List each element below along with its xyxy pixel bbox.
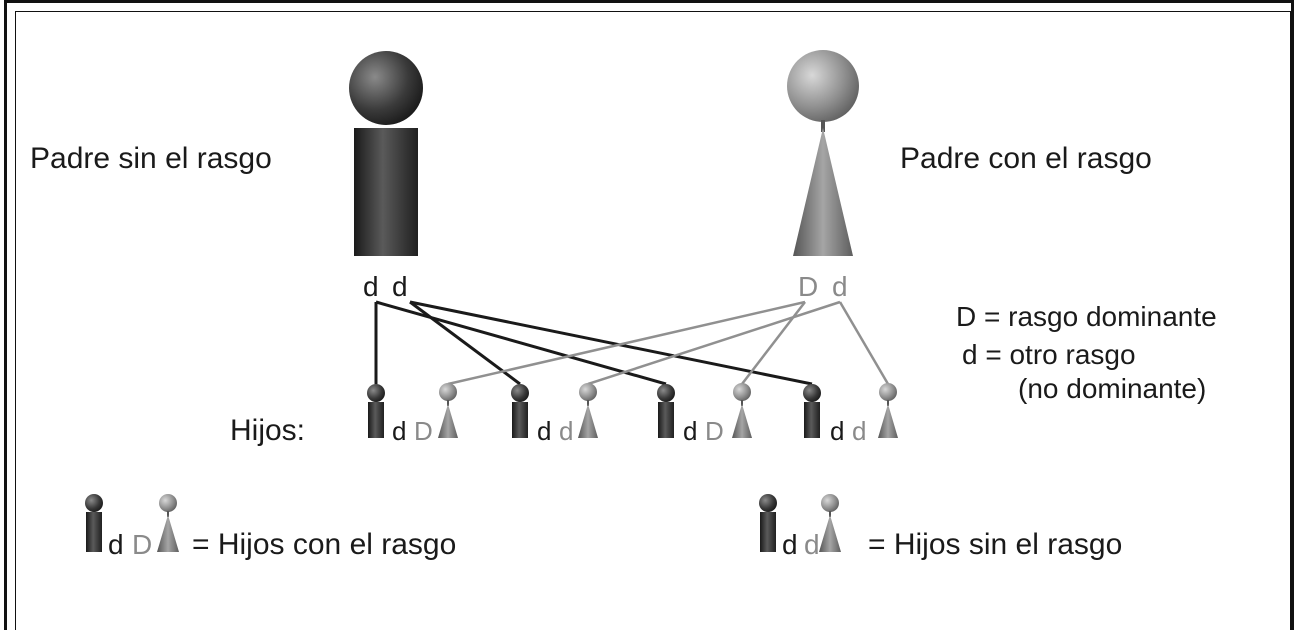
key-with-trait: d D = Hijos con el rasgo (85, 494, 456, 561)
father-lines (374, 300, 813, 386)
child-allele-a: d (537, 416, 551, 446)
small-mother-icon (157, 494, 179, 552)
small-father-icon (759, 494, 777, 552)
father-label: Padre sin el rasgo (30, 142, 272, 175)
key-with-text: = Hijos con el rasgo (192, 528, 456, 561)
father-figure (349, 51, 423, 256)
child-allele-b: D (705, 416, 724, 446)
mother-lines (447, 300, 890, 386)
child-allele-a: d (683, 416, 697, 446)
child-pair-3: d D (657, 383, 752, 446)
mother-allele-1: D (798, 271, 818, 302)
small-father-icon (803, 384, 821, 438)
key-without-allele-a: d (782, 529, 798, 560)
legend-dominant: D = rasgo dominante (956, 301, 1217, 332)
father-allele-2: d (392, 271, 408, 302)
key-without-allele-b: d (804, 529, 820, 560)
child-allele-b: D (414, 416, 433, 446)
small-mother-icon (732, 383, 752, 438)
outer-frame (4, 0, 1294, 630)
key-without-text: = Hijos sin el rasgo (868, 528, 1122, 561)
children-label: Hijos: (230, 414, 305, 447)
child-allele-b: d (559, 416, 573, 446)
small-mother-icon (878, 383, 898, 438)
inner-frame (15, 11, 1291, 630)
father-allele-1: d (363, 271, 379, 302)
child-allele-b: d (852, 416, 866, 446)
small-mother-icon (578, 383, 598, 438)
key-without-trait: d d = Hijos sin el rasgo (759, 494, 1122, 561)
child-pair-2: d d (511, 383, 598, 446)
small-mother-icon (819, 494, 841, 552)
mother-figure (787, 50, 859, 256)
mother-allele-2: d (832, 271, 848, 302)
child-allele-a: d (830, 416, 844, 446)
small-mother-icon (438, 383, 458, 438)
small-father-icon (657, 384, 675, 438)
key-with-allele-a: d (108, 529, 124, 560)
small-father-icon (511, 384, 529, 438)
key-with-allele-b: D (132, 529, 152, 560)
small-father-icon (85, 494, 103, 552)
child-pair-1: d D (367, 383, 458, 446)
mother-label: Padre con el rasgo (900, 142, 1152, 175)
child-allele-a: d (392, 416, 406, 446)
legend-other-note: (no dominante) (1018, 373, 1206, 404)
child-pair-4: d d (803, 383, 898, 446)
legend-other: d = otro rasgo (962, 339, 1136, 370)
small-father-icon (367, 384, 385, 438)
